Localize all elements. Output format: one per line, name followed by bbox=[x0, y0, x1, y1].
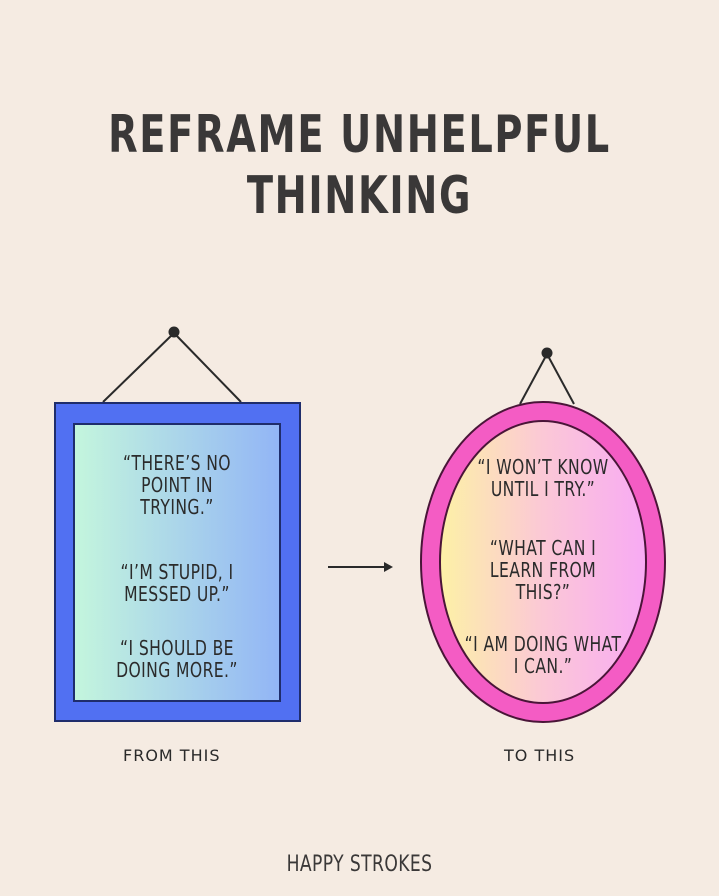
right-hanger-icon bbox=[519, 347, 575, 405]
title-line-2: THINKING bbox=[0, 165, 719, 227]
brand-name: HAPPY STROKES bbox=[286, 852, 433, 877]
left-hanger-icon bbox=[102, 326, 242, 403]
title-text-1: REFRAME UNHELPFUL bbox=[108, 105, 611, 165]
right-quote-2: “WHAT CAN I LEARN FROM THIS?” bbox=[489, 536, 597, 604]
arrow-right-icon bbox=[328, 562, 393, 572]
right-oval-frame bbox=[420, 401, 666, 723]
right-quote-3: “I AM DOING WHAT I CAN.” bbox=[464, 632, 622, 678]
left-quote-3: “I SHOULD BE DOING MORE.” bbox=[116, 636, 238, 682]
caption-to-this: TO THIS bbox=[504, 746, 576, 765]
left-quote-2: “I’M STUPID, I MESSED UP.” bbox=[120, 560, 234, 606]
title-text-2: THINKING bbox=[246, 166, 473, 226]
right-quote-1: “I WON’T KNOW UNTIL I TRY.” bbox=[477, 455, 609, 501]
title-line-1: REFRAME UNHELPFUL bbox=[0, 104, 719, 166]
left-picture-frame bbox=[54, 402, 301, 722]
left-quote-1: “THERE’S NO POINT IN TRYING.” bbox=[123, 451, 231, 519]
caption-from-this: FROM THIS bbox=[123, 746, 221, 765]
